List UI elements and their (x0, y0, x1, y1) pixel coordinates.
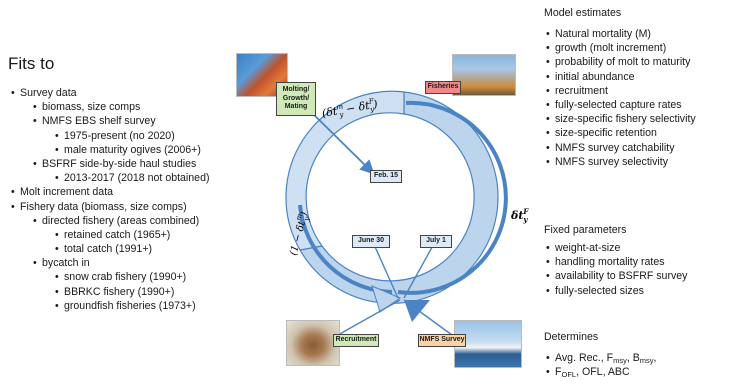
molting-growth-mating-label: Molting/ Growth/ Mating (276, 82, 316, 116)
model-estimate-item: growth (molt increment) (546, 41, 696, 56)
inner-arc-line (397, 100, 508, 295)
top-transition-formula: (δtmy − δtFy) (321, 96, 379, 122)
fits-to-item: bycatch in (33, 256, 210, 270)
model-estimate-item: size-specific retention (546, 126, 696, 141)
model-estimate-item: NMFS survey selectivity (546, 155, 696, 170)
fits-to-item: 1975-present (no 2020) (55, 129, 210, 143)
fisheries-label: Fisheries (425, 81, 461, 94)
model-estimate-item: probability of molt to maturity (546, 55, 696, 70)
fits-to-item: directed fishery (areas combined) (33, 214, 210, 228)
june-30-label: June 30 (352, 235, 390, 248)
model-estimate-item: Natural mortality (M) (546, 27, 696, 42)
fisheries-photo (452, 54, 516, 96)
fits-to-item: groundfish fisheries (1973+) (55, 299, 210, 313)
fixed-parameters-heading: Fixed parameters (544, 224, 627, 236)
fits-to-list: Survey databiomass, size compsNMFS EBS s… (8, 86, 210, 313)
nmfs-survey-label: NMFS Survey (418, 334, 466, 347)
model-estimate-item: initial abundance (546, 70, 696, 85)
model-estimate-item: NMFS survey catchability (546, 141, 696, 156)
fits-to-item: total catch (1991+) (55, 242, 210, 256)
fits-to-item: male maturity ogives (2006+) (55, 143, 210, 157)
fits-to-item: 2013-2017 (2018 not obtained) (55, 171, 209, 185)
model-estimates-list: Natural mortality (M)growth (molt increm… (546, 27, 696, 170)
fits-to-item: snow crab fishery (1990+) (55, 270, 210, 284)
determines-heading: Determines (544, 331, 599, 343)
fits-to-item: Survey data (11, 86, 210, 100)
fits-to-item: Fishery data (biomass, size comps) (11, 200, 210, 214)
connector-recruitment (337, 299, 401, 336)
model-estimate-item: size-specific fishery selectivity (546, 112, 696, 127)
fixed-parameter-item: handling mortality rates (546, 255, 687, 270)
model-estimates-heading: Model estimates (544, 7, 622, 19)
connector-molting (303, 104, 375, 175)
fits-to-item: NMFS EBS shelf survey (33, 114, 210, 128)
determines-list: Avg. Rec., Fmsy, Bmsy, FOFL, OFL, ABC (546, 351, 657, 380)
connector-july (403, 239, 437, 299)
recruitment-photo (286, 320, 340, 366)
fits-to-item: BSFRF side-by-side haul studies (33, 157, 210, 171)
determines-item: Avg. Rec., Fmsy, Bmsy, (546, 351, 656, 366)
fixed-parameter-item: weight-at-size (546, 241, 687, 256)
model-estimate-item: recruitment (546, 84, 696, 99)
fits-to-item: Molt increment data (11, 185, 210, 199)
fixed-parameter-item: fully-selected sizes (546, 284, 687, 299)
connector-june (371, 239, 399, 299)
inner-arc-left (298, 204, 393, 294)
determines-item: FOFL, OFL, ABC (546, 365, 657, 380)
fits-to-item: biomass, size comps (33, 100, 210, 114)
model-estimate-item: fully-selected capture rates (546, 98, 696, 113)
connector-survey (403, 299, 453, 336)
fits-to-item: BBRKC fishery (1990+) (55, 285, 210, 299)
left-arc (285, 90, 405, 251)
fits-to-item: retained catch (1965+) (55, 228, 210, 242)
recruitment-label: Recruitment (333, 334, 379, 347)
cycle-ring (299, 91, 499, 304)
feb-15-label: Feb. 15 (370, 170, 402, 183)
july-1-label: July 1 (420, 235, 452, 248)
fixed-parameter-item: availability to BSFRF survey (546, 269, 688, 284)
left-title: Fits to (8, 54, 55, 73)
fixed-parameters-list: weight-at-sizehandling mortality ratesav… (546, 241, 688, 299)
